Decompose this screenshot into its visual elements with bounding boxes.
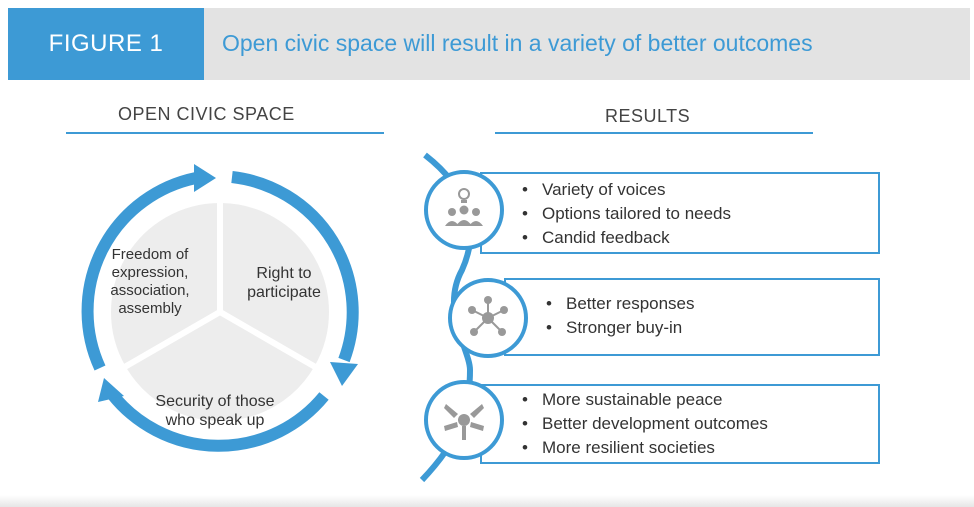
- arrow-arc-1: [81, 172, 198, 371]
- arrowhead-1: [194, 164, 216, 192]
- joined-hands-icon: [424, 380, 504, 460]
- arrow-arc-3: [107, 390, 329, 452]
- right-heading-rule: [495, 132, 813, 134]
- network-hub-icon: [448, 278, 528, 358]
- segment-security-label: Security of those who speak up: [155, 393, 275, 430]
- arrowhead-2: [330, 362, 358, 386]
- arrowhead-3: [98, 378, 124, 402]
- figure-label: FIGURE 1: [8, 8, 204, 80]
- left-heading-rule: [66, 132, 384, 134]
- segment-participate-label: Right to participate: [247, 265, 321, 302]
- result-item: Better development outcomes: [522, 412, 878, 436]
- result-item: Variety of voices: [522, 178, 878, 202]
- results-box-2: Better responses Stronger buy-in: [504, 278, 880, 356]
- result-item: Stronger buy-in: [546, 316, 878, 340]
- result-item: More resilient societies: [522, 436, 878, 460]
- result-item: More sustainable peace: [522, 388, 878, 412]
- civic-space-cycle-diagram: [81, 164, 359, 452]
- open-civic-space-heading: OPEN CIVIC SPACE: [118, 104, 295, 124]
- arrow-arc-2: [231, 171, 359, 363]
- result-item: Options tailored to needs: [522, 202, 878, 226]
- results-box-1: Variety of voices Options tailored to ne…: [480, 172, 880, 254]
- result-item: Candid feedback: [522, 226, 878, 250]
- result-item: Better responses: [546, 292, 878, 316]
- segment-security: [118, 308, 322, 427]
- figure-title: Open civic space will result in a variet…: [222, 30, 813, 56]
- bottom-shadow: [0, 495, 974, 507]
- results-box-3: More sustainable peace Better developmen…: [480, 384, 880, 464]
- segment-freedom-label: Freedom of expression, association, asse…: [110, 246, 190, 317]
- results-heading: RESULTS: [605, 106, 691, 126]
- people-lightbulb-icon: [424, 170, 504, 250]
